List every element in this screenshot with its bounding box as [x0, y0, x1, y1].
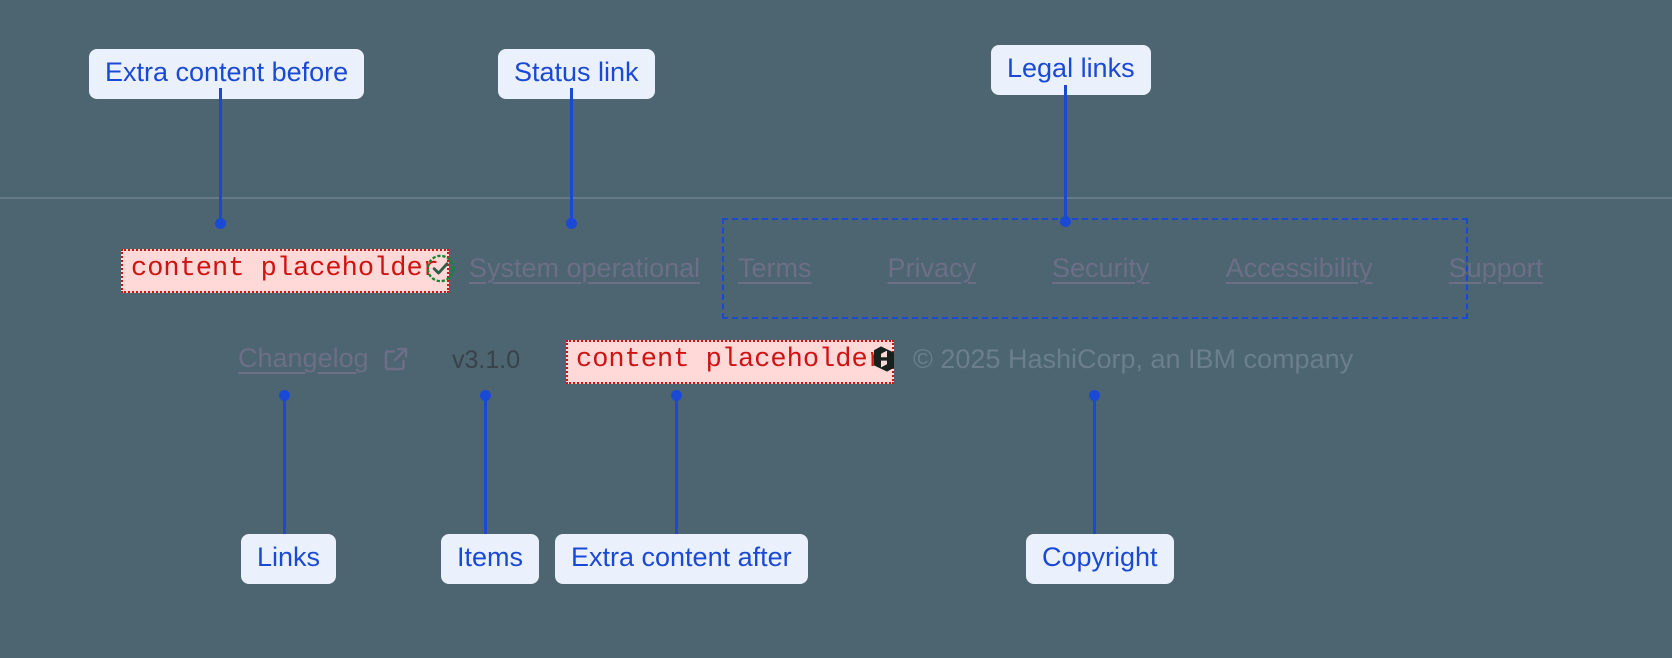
legal-link-privacy[interactable]: Privacy: [887, 253, 977, 283]
callout-status-link: Status link: [498, 49, 655, 99]
connector-dot-links: [279, 390, 290, 401]
legal-link-accessibility[interactable]: Accessibility: [1225, 253, 1373, 283]
callout-extra-content-before: Extra content before: [89, 49, 365, 99]
copyright-text: © 2025 HashiCorp, an IBM company: [913, 343, 1354, 374]
connector-status-link: [570, 88, 573, 223]
connector-copyright: [1093, 396, 1096, 535]
connector-items: [484, 396, 487, 535]
connector-dot-extra-content-before: [215, 218, 226, 229]
callout-extra-content-after: Extra content after: [555, 534, 808, 584]
status-link[interactable]: System operational: [424, 252, 700, 285]
connector-links: [283, 396, 286, 535]
legal-link-support[interactable]: Support: [1448, 253, 1544, 283]
connector-dot-extra-content-after: [671, 390, 682, 401]
legal-links-group: Terms Privacy Security Accessibility Sup…: [738, 253, 1543, 284]
status-link-label[interactable]: System operational: [469, 253, 701, 283]
footer-top-divider: [0, 197, 1672, 199]
changelog-link-label[interactable]: Changelog: [238, 343, 369, 373]
extra-content-after-placeholder: content placeholder: [566, 340, 894, 384]
connector-dot-status-link: [566, 218, 577, 229]
connector-dot-legal-links: [1060, 216, 1071, 227]
callout-legal-links: Legal links: [991, 45, 1151, 95]
extra-content-before-placeholder: content placeholder: [121, 249, 449, 293]
legal-link-terms[interactable]: Terms: [738, 253, 812, 283]
copyright-block: © 2025 HashiCorp, an IBM company: [869, 343, 1353, 375]
connector-extra-content-before: [219, 88, 222, 223]
connector-dot-items: [480, 390, 491, 401]
version-label: v3.1.0: [452, 346, 521, 374]
legal-link-security[interactable]: Security: [1052, 253, 1150, 283]
connector-dot-copyright: [1089, 390, 1100, 401]
connector-extra-content-after: [675, 396, 678, 535]
connector-legal-links: [1064, 85, 1067, 221]
callout-copyright: Copyright: [1026, 534, 1174, 584]
callout-links: Links: [241, 534, 337, 584]
hashicorp-logo-icon: [869, 343, 899, 375]
changelog-link[interactable]: Changelog: [238, 343, 411, 374]
check-circle-icon: [424, 252, 457, 285]
callout-items: Items: [441, 534, 540, 584]
external-link-icon: [381, 344, 411, 374]
legal-links-highlight-box: [722, 218, 1468, 319]
